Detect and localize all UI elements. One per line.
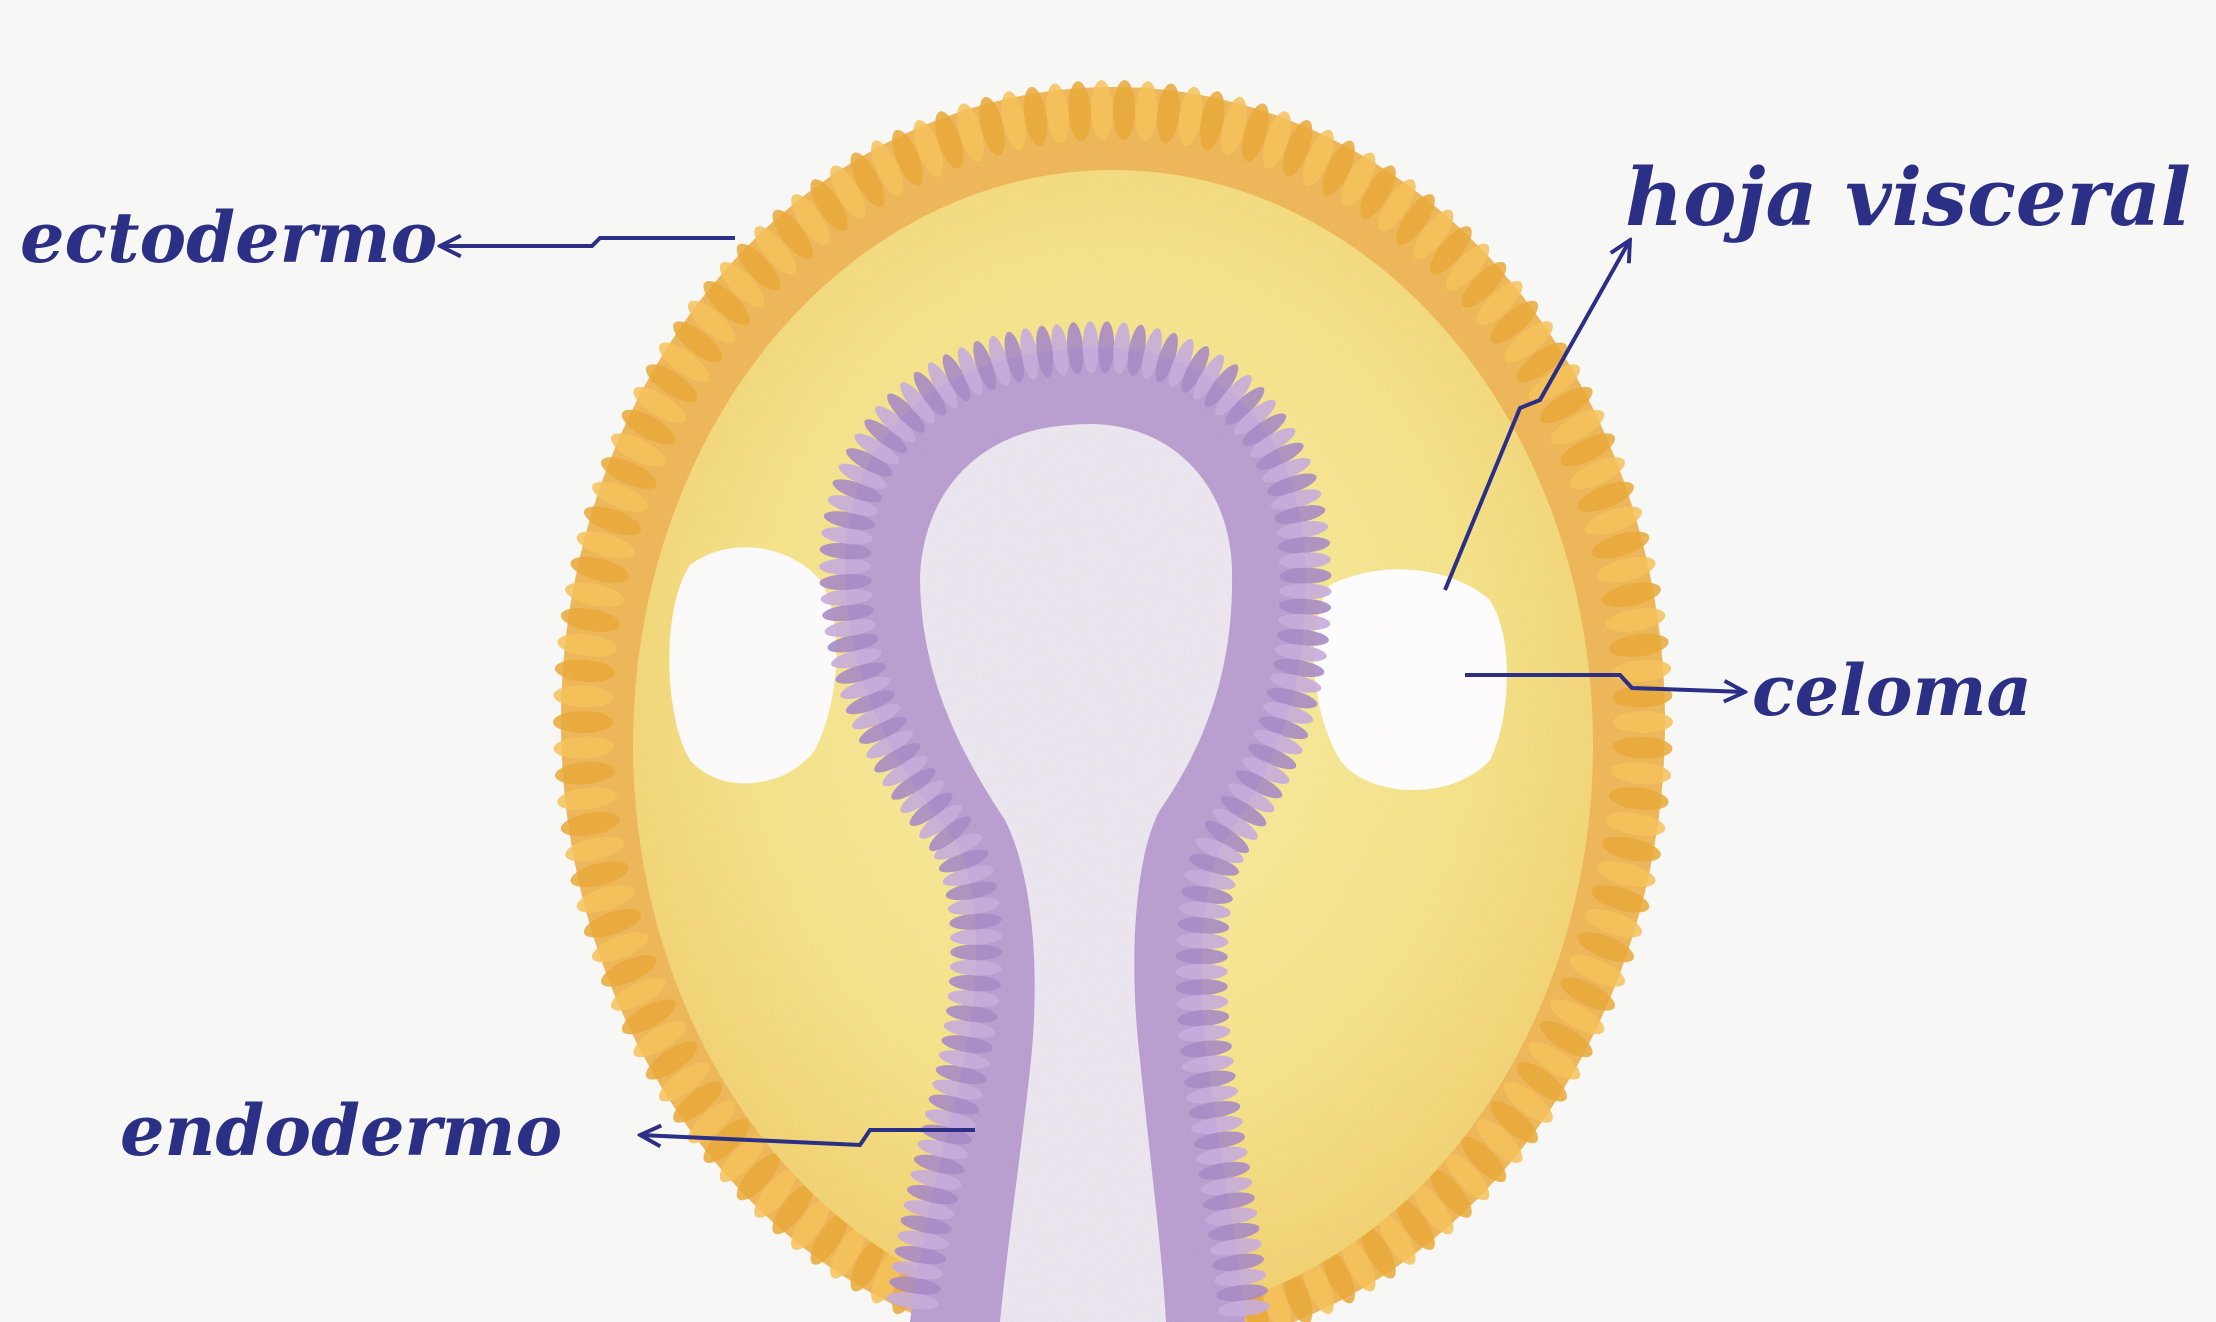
arrow-icon: [440, 238, 735, 246]
label-celoma: celoma: [1752, 649, 2032, 732]
ectoderm-cell: [1613, 711, 1673, 733]
label-endodermo: endodermo: [120, 1089, 562, 1172]
coelom-right-cavity: [1314, 569, 1507, 790]
label-hoja-visceral: hoja visceral: [1625, 150, 2191, 244]
coelom-left-cavity: [669, 547, 836, 783]
ectoderm-cell: [553, 711, 613, 733]
label-ectodermo: ectodermo: [20, 196, 437, 279]
